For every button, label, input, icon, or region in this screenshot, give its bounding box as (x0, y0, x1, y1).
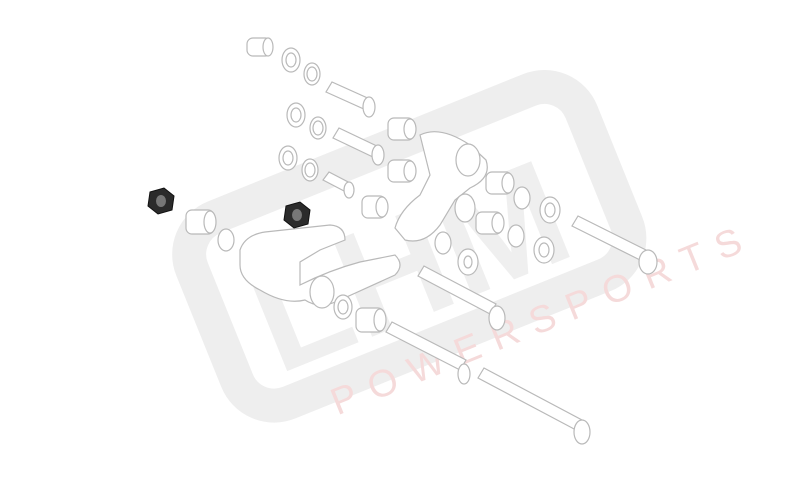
linkage-arm-upper (394, 131, 488, 242)
seal-2 (286, 102, 306, 128)
needle-bearing-6 (185, 209, 217, 235)
seal-top-1 (281, 47, 301, 73)
needle-bearing-2 (387, 159, 417, 183)
sleeve-long-1 (325, 81, 376, 118)
needle-bearing-7 (355, 307, 387, 333)
needle-bearing-5 (475, 211, 505, 235)
needle-bearing-4 (485, 171, 515, 195)
needle-bearing-1 (387, 117, 417, 141)
pivot-bolt-2 (417, 265, 506, 331)
washer-3 (301, 158, 319, 182)
washer-4 (513, 186, 531, 210)
seal-3 (278, 145, 298, 171)
seal-7 (333, 294, 353, 320)
washer-5 (507, 224, 525, 248)
sleeve-small-top (246, 37, 274, 57)
seal-5 (533, 236, 555, 264)
needle-bearing-3 (361, 195, 389, 219)
pivot-bolt-3 (477, 367, 591, 445)
washer-7 (217, 228, 235, 252)
flange-nut-left (147, 187, 175, 215)
pivot-bolt-1 (571, 215, 658, 275)
seal-6 (457, 248, 479, 276)
flange-nut-right (283, 201, 311, 229)
seal-4 (539, 196, 561, 224)
washer-2 (309, 116, 327, 140)
washer-6 (434, 231, 452, 255)
sleeve-long-3 (385, 321, 471, 385)
sleeve-long-2 (332, 127, 385, 166)
washer-top-1 (303, 62, 321, 86)
linkage-arm-lower (239, 224, 401, 309)
sleeve-short (322, 171, 355, 199)
